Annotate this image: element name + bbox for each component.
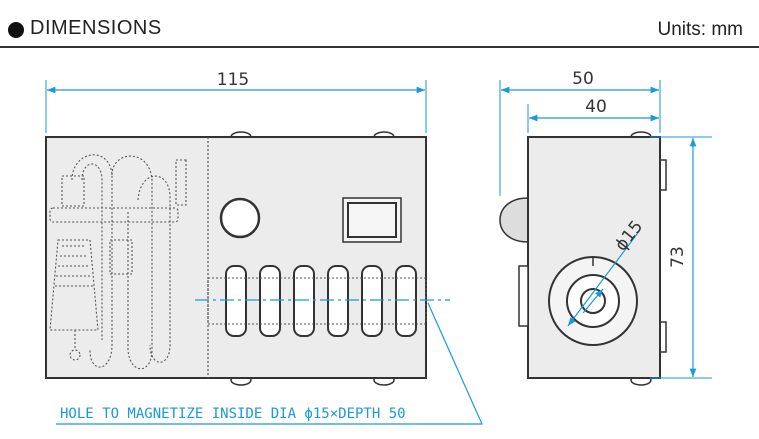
display-screen [347, 202, 397, 238]
note-leader-line [56, 302, 483, 425]
hidden-cable [49, 154, 187, 370]
note-text: HOLE TO MAGNETIZE INSIDE DIA ϕ15×DEPTH 5… [60, 406, 406, 422]
side-knob-bump [499, 197, 529, 243]
depth-body-dimension-value: 40 [585, 97, 607, 117]
front-knob [219, 197, 261, 239]
header-divider [0, 46, 759, 48]
height-dimension-value: 73 [668, 246, 688, 268]
bullet-icon [8, 22, 24, 38]
width-dimension-value: 115 [217, 70, 249, 90]
side-left-tab [518, 265, 529, 327]
side-view: ϕ15 50 40 73 [499, 69, 712, 386]
diameter-arrow-inner [582, 288, 604, 314]
depth-total-dimension-value: 50 [572, 69, 594, 89]
vent-slots [225, 265, 417, 337]
front-view: 115 [45, 70, 450, 386]
display-window [342, 197, 402, 243]
units-label: Units: mm [657, 19, 744, 40]
hidden-bore [207, 277, 427, 325]
magnetize-note: HOLE TO MAGNETIZE INSIDE DIA ϕ15×DEPTH 5… [56, 302, 483, 425]
front-body [45, 136, 427, 379]
diameter-leader [567, 229, 641, 327]
section-header: DIMENSIONS Units: mm [0, 0, 759, 48]
section-title: DIMENSIONS [30, 17, 162, 39]
